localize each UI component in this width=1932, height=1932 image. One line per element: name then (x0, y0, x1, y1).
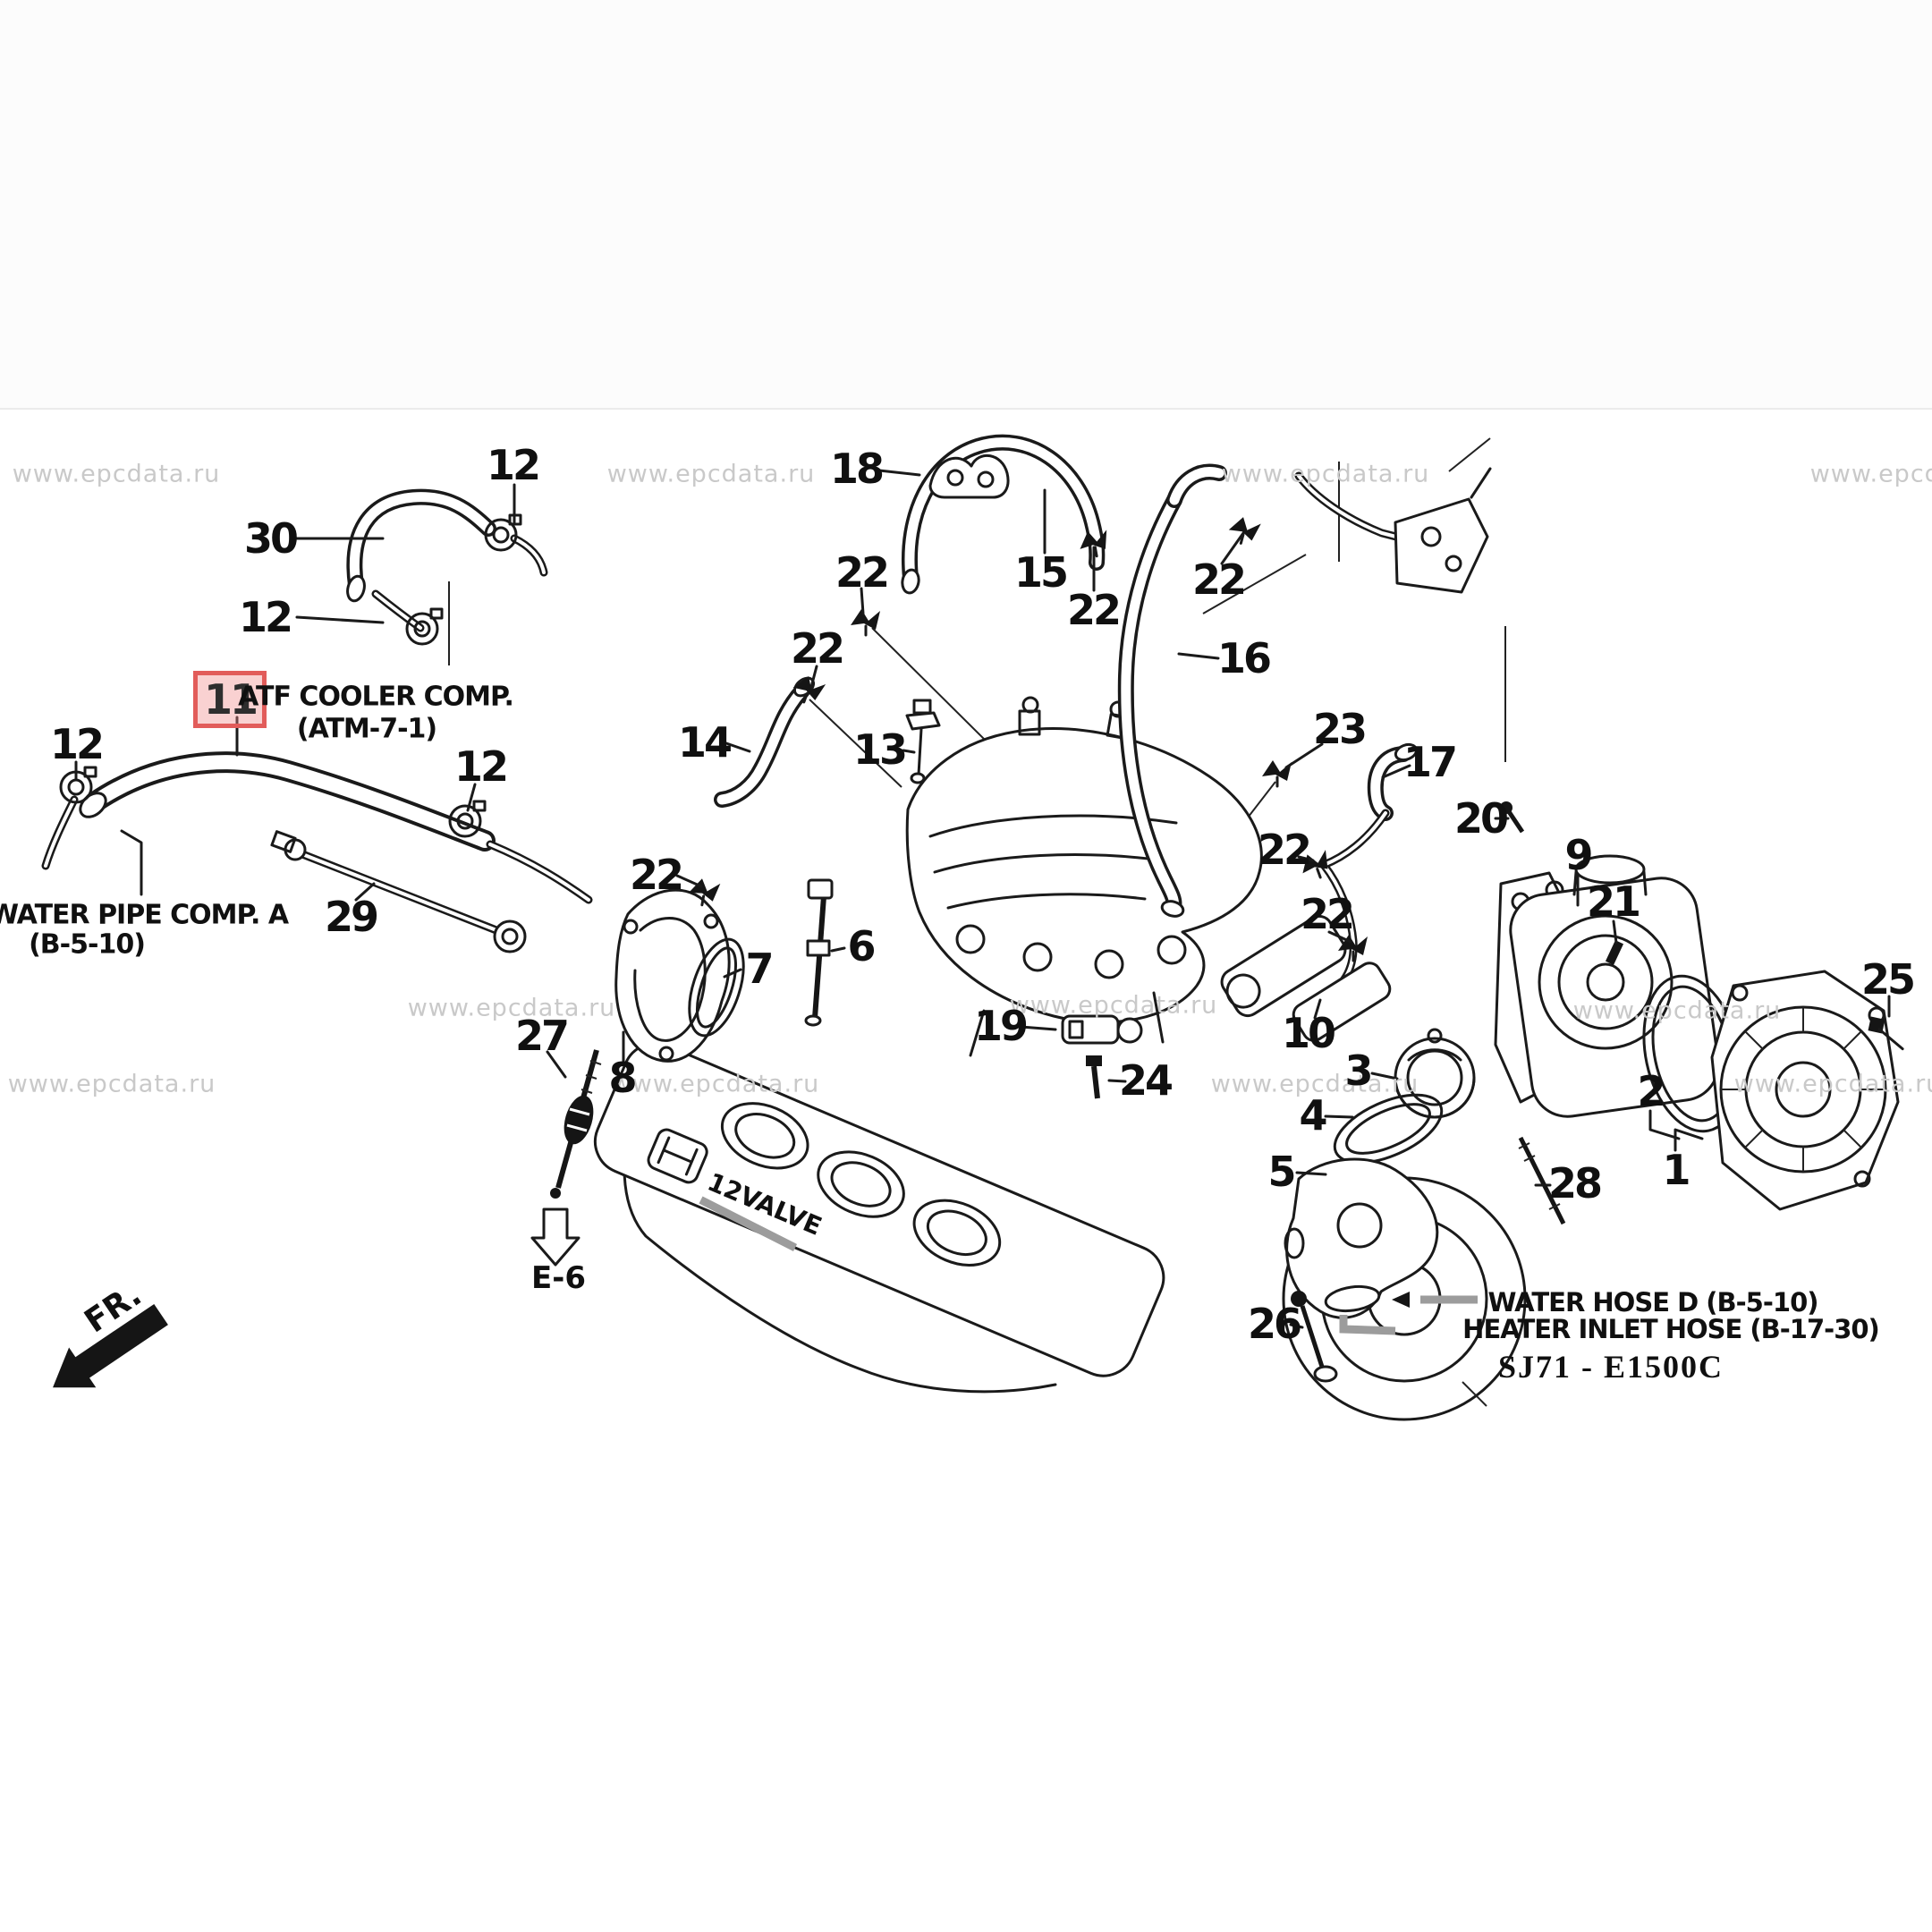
part-number-callout[interactable]: 10 (1281, 1009, 1336, 1057)
honda-logo-icon (647, 1128, 708, 1184)
part-text-label: (B-5-10) (29, 928, 146, 961)
hose-30 (346, 488, 548, 632)
part-number-callout[interactable]: 13 (852, 725, 908, 774)
page-top-band (0, 0, 1932, 410)
part-text-label: WATER HOSE D (B-5-10) (1487, 1287, 1819, 1318)
part-number-callout[interactable]: 21 (1586, 877, 1641, 926)
watermark: www.epcdata.ru (1572, 996, 1782, 1025)
part-number-callout[interactable]: 4 (1299, 1091, 1327, 1140)
part-number-callout[interactable]: 28 (1547, 1159, 1603, 1208)
e6-label: E-6 (531, 1260, 586, 1296)
part-number-callout[interactable]: 9 (1564, 831, 1593, 879)
part-number-callout[interactable]: 23 (1312, 705, 1368, 753)
watermark: www.epcdata.ru (606, 460, 816, 488)
pin-21 (1605, 940, 1624, 965)
part-text-label: ATF COOLER COMP. (238, 681, 514, 713)
bolt-26 (1291, 1291, 1338, 1383)
watermark: www.epcdata.ru (407, 994, 616, 1022)
watermark: www.epcdata.ru (1733, 1070, 1932, 1098)
part-number-callout[interactable]: 7 (745, 945, 774, 993)
bolt-24 (1086, 1055, 1102, 1099)
thermostat-3 (1394, 1028, 1476, 1119)
part-number-callout[interactable]: 12 (49, 720, 105, 768)
screw-20 (1500, 801, 1525, 834)
part-text-label: HEATER INLET HOSE (B-17-30) (1462, 1314, 1880, 1344)
stud-bolt-28 (1518, 1136, 1566, 1225)
e6-arrow-icon: E-6 (530, 1208, 586, 1296)
part-number-callout[interactable]: 11 (192, 671, 267, 728)
part-number-callout[interactable]: 26 (1247, 1300, 1302, 1348)
part-number-callout[interactable]: 22 (1191, 555, 1247, 604)
clamp-23 (1260, 758, 1293, 788)
part-number-callout[interactable]: 3 (1344, 1046, 1373, 1095)
part-number-callout[interactable]: 19 (973, 1002, 1029, 1050)
watermark: www.epcdata.ru (1221, 460, 1430, 488)
part-number-callout[interactable]: 1 (1662, 1146, 1690, 1194)
watermark: www.epcdata.ru (611, 1070, 820, 1098)
part-text-label: (ATM-7-1) (296, 713, 437, 745)
part-number-callout[interactable]: 5 (1267, 1148, 1296, 1196)
watermark: www.epcdata.ru (7, 1070, 216, 1098)
part-number-callout[interactable]: 15 (1013, 548, 1069, 597)
watermark: www.epcdata.ru (1210, 1070, 1419, 1098)
clamp-22 (1224, 513, 1263, 549)
sensor-27 (550, 1049, 602, 1199)
part-number-callout[interactable]: 30 (243, 514, 299, 563)
part-number-callout[interactable]: 8 (608, 1054, 637, 1102)
gasket-4 (1333, 1093, 1444, 1165)
part-text-label: WATER PIPE COMP. A (0, 899, 289, 931)
part-number-callout[interactable]: 27 (514, 1012, 570, 1060)
part-number-callout[interactable]: 22 (1066, 586, 1122, 634)
leader-lines (74, 469, 1891, 1329)
part-number-callout[interactable]: 29 (324, 893, 379, 941)
bracket-assembly (1294, 467, 1492, 594)
hose-15 (901, 434, 1106, 595)
throttle-body-9 (1494, 854, 1720, 1118)
sensor-19 (1061, 1014, 1143, 1045)
water-outlet-5 (1284, 1157, 1439, 1319)
part-number-callout[interactable]: 12 (238, 593, 293, 641)
part-number-callout[interactable]: 24 (1118, 1056, 1174, 1105)
part-number-callout[interactable]: 14 (677, 718, 733, 767)
part-number-callout[interactable]: 16 (1216, 634, 1272, 682)
sensor-6 (804, 878, 834, 1027)
solenoid-valve-10 (1220, 914, 1392, 1042)
o-ring-7 (688, 937, 745, 1038)
part-number-callout[interactable]: 20 (1453, 794, 1509, 843)
part-number-callout[interactable]: 17 (1402, 738, 1458, 786)
clamp-18 (928, 453, 1010, 499)
atf-cooler-hose-11 (41, 751, 593, 904)
thermostat-cover-8 (614, 888, 731, 1063)
hose-16 (1117, 463, 1227, 918)
part-number-callout[interactable]: 12 (486, 441, 541, 489)
part-number-callout[interactable]: 18 (829, 445, 885, 493)
part-number-callout[interactable]: 22 (835, 548, 890, 597)
fr-direction-arrow: FR. (53, 1276, 168, 1388)
part-number-callout[interactable]: 22 (1300, 890, 1355, 938)
part-number-callout[interactable]: 6 (847, 922, 876, 970)
part-number-callout[interactable]: 12 (453, 742, 509, 791)
part-number-callout[interactable]: 22 (1257, 826, 1312, 874)
watermark: www.epcdata.ru (12, 460, 221, 488)
watermark: www.epcdata.ru (1009, 991, 1218, 1020)
watermark: www.epcdata.ru (1809, 460, 1932, 488)
cable-29 (270, 830, 527, 953)
part-number-callout[interactable]: 22 (790, 624, 845, 673)
part-number-callout[interactable]: 25 (1860, 955, 1916, 1004)
part-text-label: SJ71 - E1500C (1497, 1349, 1724, 1385)
sensor-13 (905, 699, 941, 784)
hose-14 (714, 676, 816, 808)
hose-text-leaders (1339, 1292, 1478, 1335)
part-number-callout[interactable]: 2 (1637, 1067, 1665, 1115)
part-number-callout[interactable]: 22 (629, 851, 684, 899)
water-pump-1 (1710, 970, 1900, 1211)
